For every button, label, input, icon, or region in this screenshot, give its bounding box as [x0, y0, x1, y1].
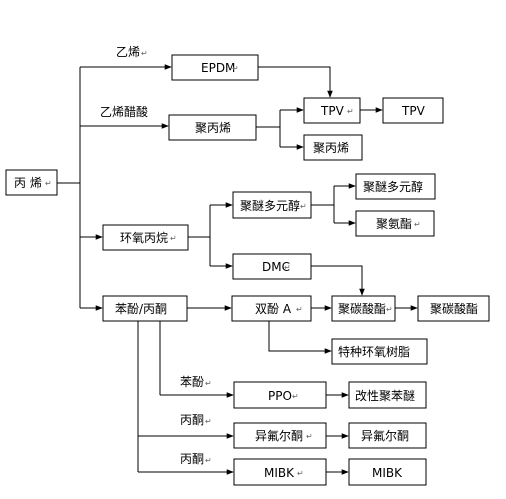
- node-polypropylene: 聚丙烯: [168, 114, 257, 141]
- return-mark: ↵: [284, 263, 291, 272]
- svg-text:TPV: TPV: [401, 104, 426, 118]
- node-polycarbonate-product: 聚碳酸酯: [417, 295, 490, 322]
- svg-text:异氟尔酮: 异氟尔酮: [255, 428, 303, 443]
- label-phenol: 苯酚: [180, 375, 204, 389]
- return-mark: ↵: [296, 305, 303, 314]
- svg-text:聚丙烯: 聚丙烯: [195, 121, 231, 135]
- node-phenol-acetone: 苯酚/丙酮: [102, 295, 188, 322]
- node-mibk-product: MIBK: [348, 458, 427, 486]
- svg-text:聚丙烯: 聚丙烯: [313, 141, 349, 155]
- node-bisphenol-a: 双酚 A ↵: [231, 295, 312, 322]
- node-propylene: 丙 烯 ↵: [5, 169, 58, 196]
- node-polyether-polyol: 聚醚多元醇 ↵: [232, 191, 312, 219]
- svg-text:DMC: DMC: [262, 260, 290, 274]
- svg-text:环氧丙烷: 环氧丙烷: [120, 231, 168, 245]
- svg-text:丙 烯: 丙 烯: [14, 176, 42, 190]
- node-dmc: DMC ↵: [232, 253, 312, 280]
- connectors: [57, 64, 418, 475]
- return-mark: ↵: [205, 417, 212, 426]
- return-mark: ↵: [347, 107, 354, 116]
- label-acetone-2: 丙酮: [180, 452, 204, 466]
- node-mibk: MIBK ↵: [233, 458, 327, 486]
- node-isophorone: 异氟尔酮 ↵: [233, 422, 327, 449]
- svg-text:MIBK: MIBK: [264, 466, 295, 480]
- return-mark: ↵: [386, 305, 393, 314]
- svg-text:聚碳酸酯: 聚碳酸酯: [430, 301, 478, 316]
- return-mark: ↵: [300, 202, 307, 211]
- return-mark: ↵: [141, 49, 148, 58]
- svg-text:异氟尔酮: 异氟尔酮: [361, 428, 409, 443]
- svg-text:聚氨酯: 聚氨酯: [376, 217, 412, 231]
- return-mark: ↵: [205, 379, 212, 388]
- svg-text:苯酚/丙酮: 苯酚/丙酮: [115, 302, 167, 316]
- node-propylene-oxide: 环氧丙烷 ↵: [102, 224, 189, 251]
- return-mark: ↵: [170, 234, 177, 243]
- edge-labels: 乙烯 ↵ 乙烯醋酸 苯酚 ↵ 丙酮 ↵ 丙酮 ↵: [100, 45, 212, 466]
- nodes: 丙 烯 ↵ EPDM ↵ 聚丙烯 TPV ↵ TPV 聚丙烯 环氧丙烷: [5, 54, 490, 486]
- node-polyether-polyol-product: 聚醚多元醇: [355, 173, 436, 200]
- svg-text:聚醚多元醇: 聚醚多元醇: [363, 179, 423, 194]
- return-mark: ↵: [297, 469, 304, 478]
- node-tpv: TPV ↵: [303, 97, 361, 124]
- return-mark: ↵: [232, 64, 239, 73]
- return-mark: ↵: [292, 392, 299, 401]
- return-mark: ↵: [205, 456, 212, 465]
- node-polypropylene-product: 聚丙烯: [303, 134, 363, 161]
- svg-text:特种环氧树脂: 特种环氧树脂: [338, 344, 410, 359]
- node-tpv-product: TPV: [382, 97, 444, 124]
- return-mark: ↵: [306, 432, 313, 441]
- svg-text:EPDM: EPDM: [201, 61, 235, 75]
- svg-text:双酚 A: 双酚 A: [255, 302, 292, 316]
- node-polyurethane: 聚氨酯 ↵: [355, 210, 435, 237]
- label-vinyl-acetate: 乙烯醋酸: [100, 104, 148, 119]
- label-ethylene: 乙烯: [116, 45, 140, 59]
- label-acetone-1: 丙酮: [180, 413, 204, 427]
- svg-text:聚碳酸酯: 聚碳酸酯: [338, 301, 386, 316]
- node-isophorone-product: 异氟尔酮: [348, 422, 427, 449]
- node-ppo: PPO ↵: [233, 381, 327, 409]
- node-epdm: EPDM ↵: [171, 54, 259, 81]
- svg-text:MIBK: MIBK: [372, 466, 403, 480]
- return-mark: ↵: [45, 179, 52, 188]
- svg-text:改性聚苯醚: 改性聚苯醚: [355, 389, 415, 403]
- node-polycarbonate: 聚碳酸酯 ↵: [331, 295, 396, 322]
- svg-text:TPV: TPV: [320, 104, 345, 118]
- svg-text:PPO: PPO: [268, 389, 292, 403]
- node-modified-ppe: 改性聚苯醚: [348, 381, 427, 409]
- node-special-epoxy-resin: 特种环氧树脂: [331, 338, 428, 365]
- return-mark: ↵: [414, 220, 421, 229]
- svg-text:聚醚多元醇: 聚醚多元醇: [240, 198, 300, 213]
